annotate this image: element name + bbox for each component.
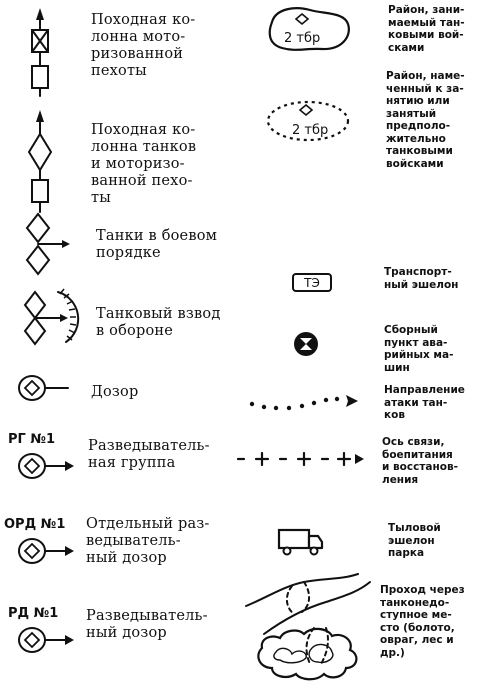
vehicle-collection-point-label: Сборный пункт ава- рийных ма- шин	[384, 324, 454, 374]
patrol-symbol	[18, 375, 69, 401]
transport-echelon-label: Транспорт- ный эшелон	[384, 266, 459, 291]
tank-occupied-area-label: Район, зани- маемый тан- ковыми вой- ска…	[388, 4, 465, 54]
separate-recon-patrol-label: Отдельный раз- ведыватель- ный дозор	[86, 516, 210, 566]
recon-group-label: Разведыватель- ная группа	[88, 438, 210, 471]
rear-echelon-label: Тыловой эшелон парка	[388, 522, 441, 559]
recon-patrol-symbol	[18, 627, 74, 653]
motorized-infantry-column-symbol	[31, 8, 49, 97]
recon-group-symbol	[18, 453, 74, 479]
tank-platoon-defense-label: Танковый взвод в обороне	[96, 306, 221, 339]
separate-recon-patrol-code: ОРД №1	[4, 517, 66, 532]
tanks-combat-order-label: Танки в боевом порядке	[96, 228, 218, 261]
impassable-terrain-passage-label: Проход через танконедо- ступное ме- сто …	[380, 584, 465, 659]
motorized-infantry-column-label: Походная ко- лонна мото- ризованной пехо…	[91, 12, 196, 79]
tank-platoon-defense-symbol	[23, 288, 80, 346]
tanks-combat-order-symbol	[25, 212, 70, 276]
recon-patrol-label: Разведыватель- ный дозор	[86, 608, 208, 641]
rear-echelon-truck-symbol	[277, 528, 324, 556]
tank-infantry-column-symbol	[27, 110, 53, 213]
tank-planned-area-label: Район, наме- ченный к за- нятию или заня…	[386, 70, 465, 170]
supply-axis-label: Ось связи, боепитания и восстанов- ления	[382, 436, 458, 486]
vehicle-collection-point-symbol	[294, 332, 318, 356]
impassable-terrain-passage-symbol	[245, 573, 371, 681]
transport-echelon-code-text: ТЭ	[303, 276, 320, 290]
tank-planned-area-symbol: 2 тбр	[266, 100, 350, 142]
tank-occupied-area-symbol: 2 тбр	[268, 7, 350, 51]
transport-echelon-symbol: ТЭ	[292, 273, 332, 292]
tank-attack-direction-symbol	[249, 395, 358, 411]
separate-recon-patrol-symbol	[18, 538, 74, 564]
tank-attack-direction-label: Направление атаки тан- ков	[384, 384, 465, 421]
patrol-label: Дозор	[91, 384, 139, 400]
recon-group-code: РГ №1	[8, 432, 56, 447]
tank-infantry-column-label: Походная ко- лонна танков и моторизо- ва…	[91, 122, 197, 206]
supply-axis-symbol	[236, 451, 364, 467]
tank-planned-area-unit-text: 2 тбр	[292, 123, 328, 138]
recon-patrol-code: РД №1	[8, 606, 59, 621]
tank-occupied-area-unit-text: 2 тбр	[284, 31, 320, 46]
